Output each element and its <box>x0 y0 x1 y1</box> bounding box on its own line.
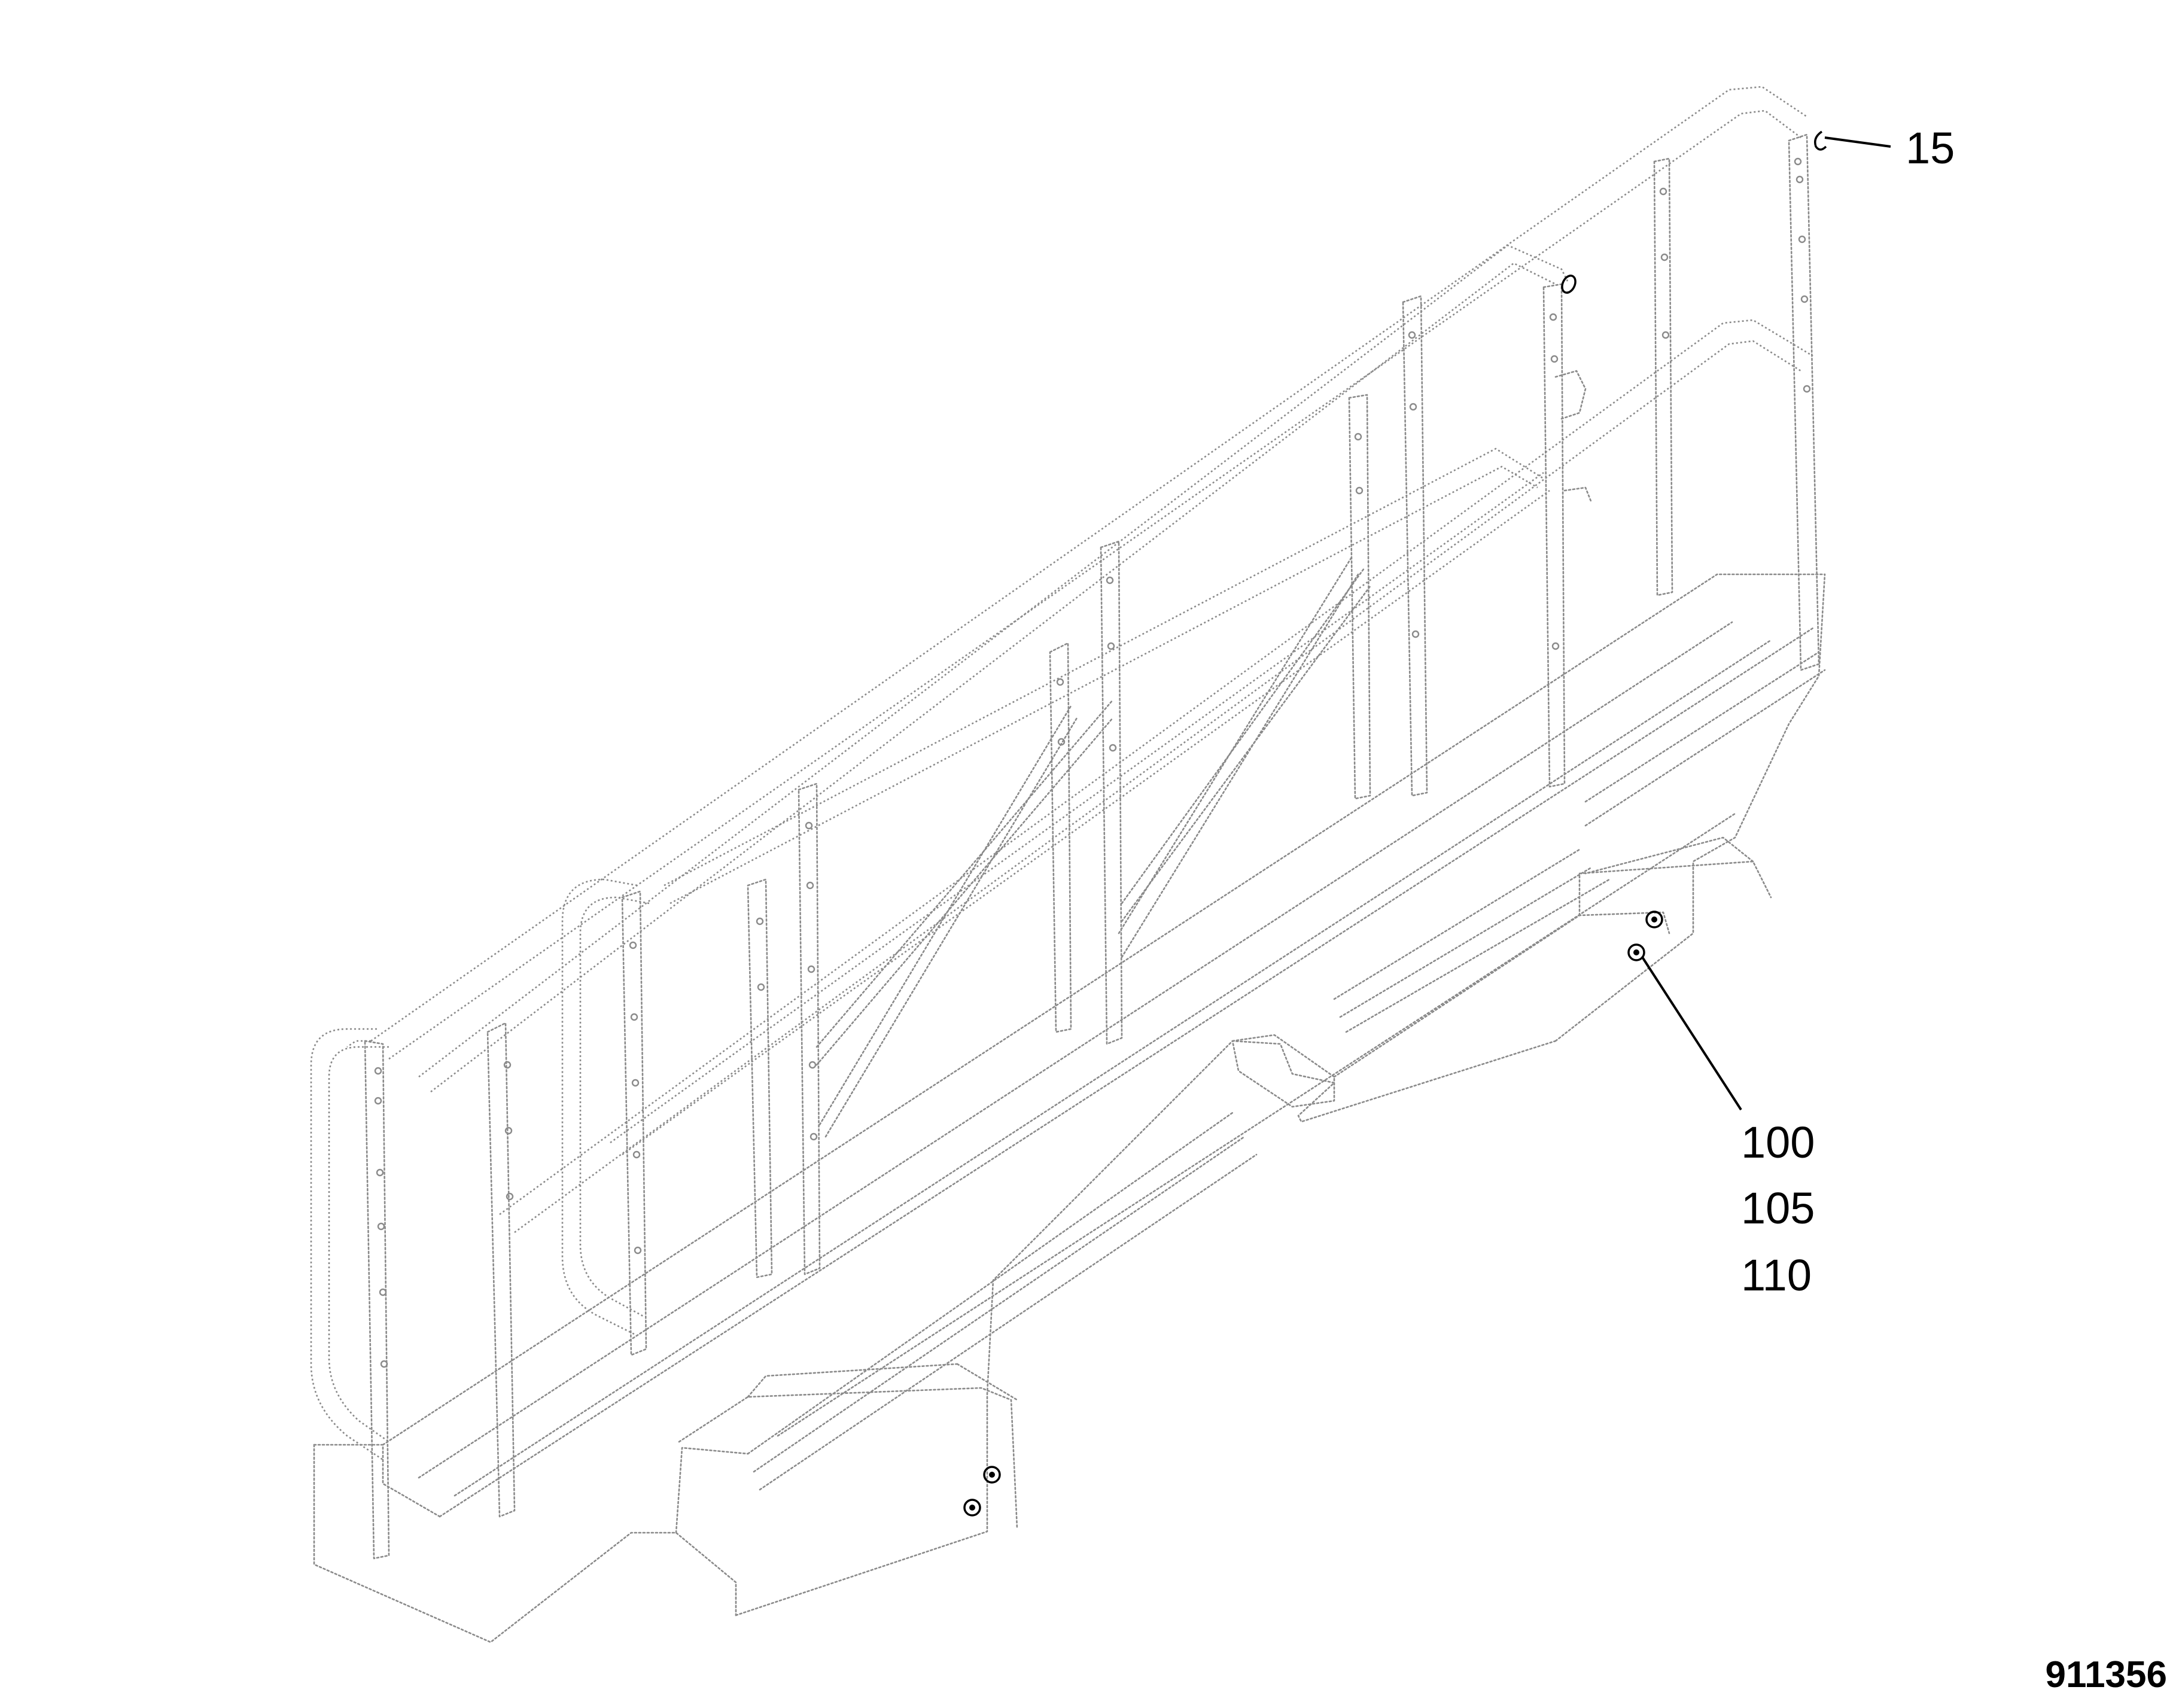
end-cap-rear <box>1814 130 1827 151</box>
platform-base <box>313 573 1826 1643</box>
bolt-lower-left-2 <box>963 1499 981 1517</box>
end-cap-front <box>1561 275 1577 294</box>
leader-100 <box>1641 956 1742 1111</box>
rail-end-caps <box>1561 130 1827 294</box>
figure-number: 911356 <box>2046 1654 2167 1695</box>
grab-handles <box>310 878 650 1461</box>
top-handrail <box>346 86 1813 1234</box>
callout-15: 15 <box>1906 123 1955 173</box>
mount-bolts <box>963 911 1663 1517</box>
cross-bracing <box>815 555 1371 1138</box>
post-holes <box>374 157 1811 1368</box>
leader-lines <box>1641 136 1891 1111</box>
bolt-lower-left-1 <box>983 1466 1001 1484</box>
leader-15 <box>1824 136 1891 148</box>
callout-110: 110 <box>1741 1250 1812 1300</box>
bolt-upper-right-1 <box>1645 911 1663 928</box>
callout-100: 100 <box>1741 1118 1815 1167</box>
vertical-posts <box>364 133 1820 1560</box>
rail-bracket <box>1554 370 1593 504</box>
callout-105: 105 <box>1741 1183 1815 1233</box>
bolt-upper-right-2 <box>1627 943 1645 961</box>
